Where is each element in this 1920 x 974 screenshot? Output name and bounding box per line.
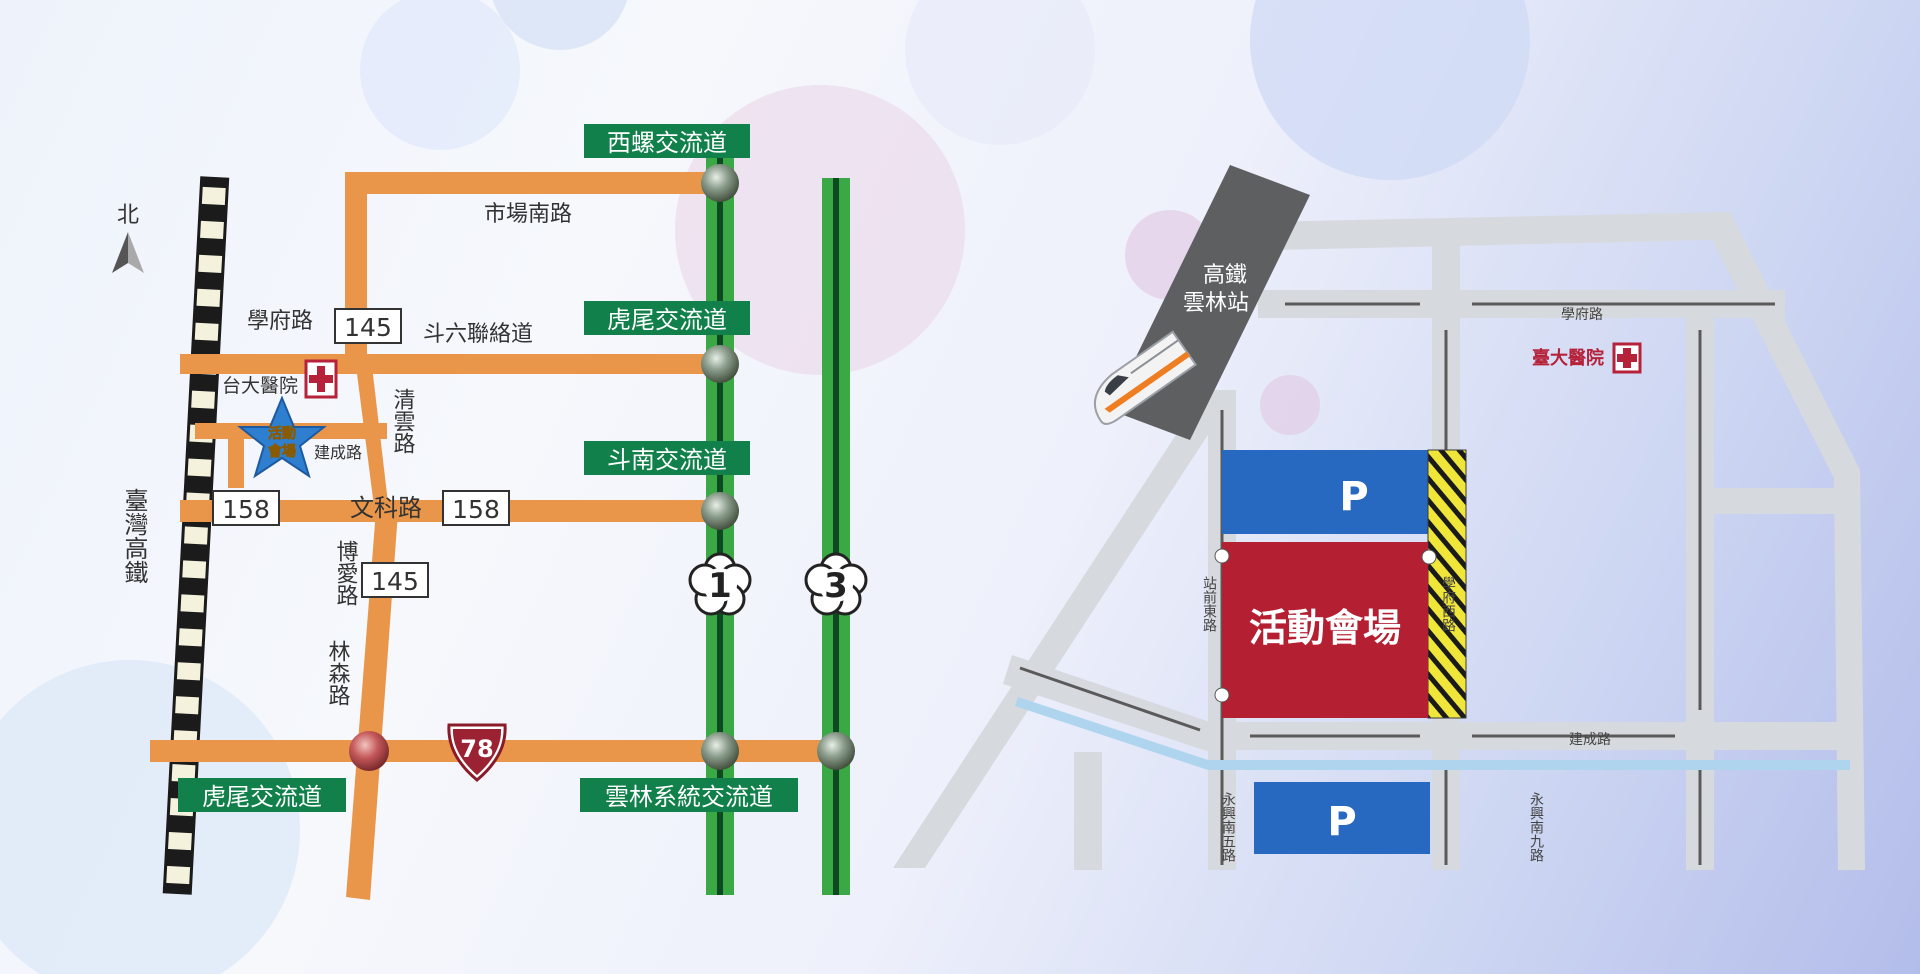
road-label-xuefu: 學府路 [247, 309, 313, 334]
hospital-right: 臺大醫院 [1532, 342, 1642, 374]
svg-text:158: 158 [222, 495, 270, 524]
parking-top: P [1222, 450, 1430, 534]
sign-huwei-bottom: 虎尾交流道 [178, 778, 346, 812]
venue-block: 活動會場 [1222, 542, 1428, 718]
node-dounan [701, 492, 739, 530]
venue-star-label-line2: 會場 [267, 443, 296, 460]
svg-text:西螺交流道: 西螺交流道 [607, 129, 727, 157]
svg-text:145: 145 [371, 567, 419, 596]
road-label-linsen: 林森路 [325, 640, 351, 706]
road-label-yongxing-s5: 永興南五路 [1220, 792, 1236, 862]
venue-label: 活動會場 [1249, 606, 1401, 650]
parking-bottom-label: P [1327, 799, 1356, 845]
node-xiluo [701, 164, 739, 202]
station-label-line2: 雲林站 [1183, 291, 1249, 316]
node-huwei-bottom [349, 731, 389, 771]
sign-yunlin-system: 雲林系統交流道 [580, 778, 798, 812]
road-label-yongxing-s9: 永興南九路 [1528, 792, 1544, 862]
freeway-1-number: 1 [708, 566, 732, 606]
hospital-cross-icon-right [1612, 342, 1642, 374]
compass-north-label: 北 [117, 203, 139, 228]
road-label-douliu-link: 斗六聯絡道 [423, 322, 533, 347]
compass: 北 [112, 203, 144, 273]
road-label-shichang-south: 市場南路 [484, 202, 572, 227]
station-label-line1: 高鐵 [1203, 263, 1247, 288]
parking-bottom: P [1254, 782, 1430, 854]
sign-dounan: 斗南交流道 [584, 441, 750, 475]
sign-huwei-top: 虎尾交流道 [584, 301, 750, 335]
road-label-zhanqian-east: 站前東路 [1201, 576, 1217, 632]
road-label-qingyun: 清雲路 [390, 388, 416, 454]
restroom-icons [1214, 548, 1437, 703]
road-label-jiancheng-left: 建成路 [314, 443, 362, 462]
svg-text:斗南交流道: 斗南交流道 [607, 446, 727, 474]
node-f3-junction [817, 732, 855, 770]
freeway-3-number: 3 [824, 566, 848, 606]
hospital-right-label: 臺大醫院 [1532, 347, 1604, 369]
canal [1015, 697, 1850, 770]
route-78-number: 78 [460, 735, 493, 763]
road-label-wenke: 文科路 [350, 494, 422, 522]
svg-text:雲林系統交流道: 雲林系統交流道 [605, 783, 773, 811]
route-box-145-top: 145 [334, 308, 402, 344]
parking-top-label: P [1339, 474, 1368, 520]
freeway-3 [822, 178, 850, 895]
gray-roads [893, 212, 1865, 870]
sign-xiluo: 西螺交流道 [584, 124, 750, 158]
hospital-cross-icon [304, 359, 338, 399]
road-label-boai: 博愛路 [333, 540, 359, 606]
freeway-3-shield: 3 [804, 552, 868, 616]
hsr-train-icon [1093, 330, 1198, 425]
route-78-shield: 78 [447, 723, 507, 782]
node-yunlin-system [701, 732, 739, 770]
svg-text:145: 145 [344, 313, 392, 342]
restroom-icon-2 [1214, 687, 1230, 703]
route-box-145-mid: 145 [361, 562, 429, 598]
road-label-right-jiancheng: 建成路 [1569, 732, 1611, 748]
hospital-left-label: 台大醫院 [222, 375, 298, 397]
interchange-nodes [349, 164, 855, 771]
restroom-icon-1 [1214, 548, 1230, 564]
svg-text:虎尾交流道: 虎尾交流道 [202, 783, 322, 811]
road-label-xuefu-west: 學府西路 [1440, 576, 1456, 632]
road-label-right-xuefu: 學府路 [1561, 307, 1603, 323]
venue-star-icon: 活動 會場 [237, 395, 327, 479]
hospital-left: 台大醫院 [222, 359, 338, 399]
venue-star-label-line1: 活動 [268, 425, 296, 442]
route-box-158-right: 158 [442, 490, 510, 526]
svg-text:虎尾交流道: 虎尾交流道 [607, 306, 727, 334]
node-huwei-top [701, 345, 739, 383]
svg-text:158: 158 [452, 495, 500, 524]
route-box-158-left: 158 [212, 490, 280, 526]
freeway-1-shield: 1 [688, 552, 752, 616]
north-arrow-icon [112, 232, 128, 273]
restroom-icon-3 [1421, 549, 1437, 565]
road-label-hsr: 臺灣高鐵 [120, 488, 148, 584]
